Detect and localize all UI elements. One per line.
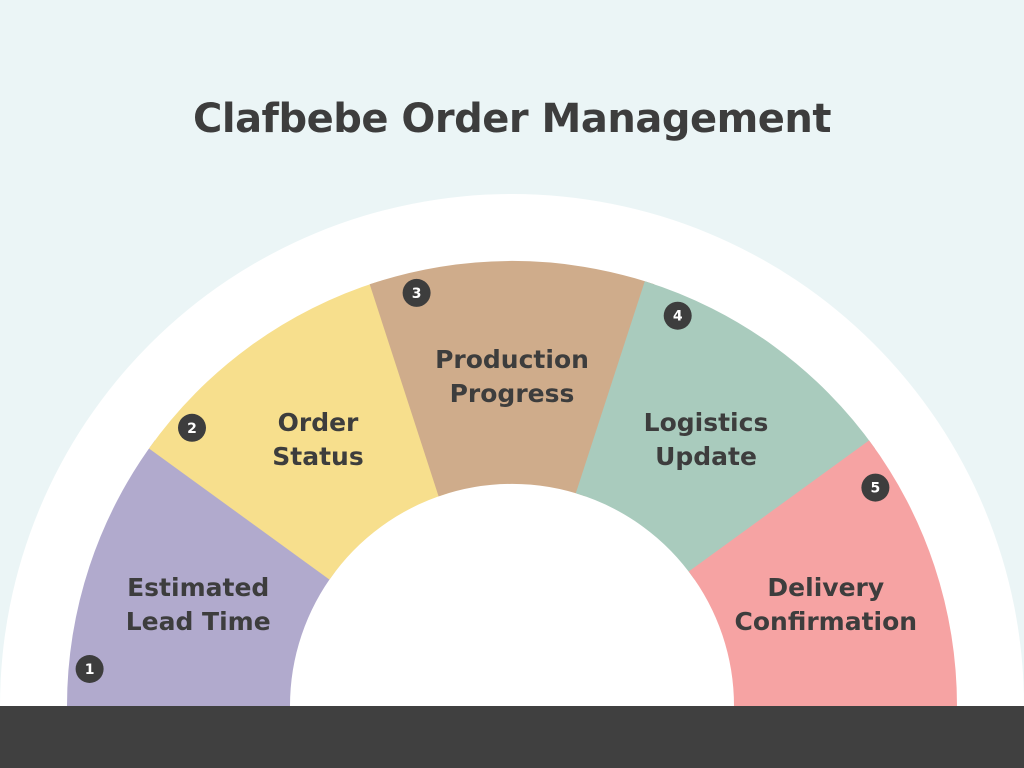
step-badge-5: 5 [861, 473, 890, 502]
segment-label-line: Order [278, 408, 359, 437]
segment-shape-1 [66, 440, 336, 706]
step-badge-circle [861, 473, 890, 502]
step-badge-2: 2 [178, 413, 206, 442]
step-badge-circle [663, 301, 692, 330]
step-badge-number: 2 [187, 421, 197, 437]
segment-shape-3 [369, 260, 655, 497]
step-badge-1: 1 [75, 655, 104, 683]
segment-label-line: Delivery [767, 573, 884, 602]
segment-label-line: Lead Time [126, 607, 271, 636]
segment-label-line: Production [435, 345, 589, 374]
step-badge-number: 1 [85, 662, 95, 678]
segment-shape-5 [688, 440, 958, 706]
page-title: Clafbebe Order Management [193, 96, 832, 142]
step-badge-number: 4 [673, 309, 683, 325]
footer-bar [0, 706, 1024, 768]
segment-shape-2 [149, 281, 449, 580]
segment-label-line: Estimated [127, 573, 269, 602]
step-badge-circle [75, 655, 104, 683]
segment-shape-4 [575, 281, 875, 580]
step-badge-circle [402, 278, 431, 307]
step-badge-3: 3 [402, 278, 431, 307]
segment-label-line: Confirmation [735, 607, 918, 636]
step-badge-circle [178, 413, 206, 442]
step-badge-number: 3 [412, 286, 422, 302]
segment-label-line: Logistics [644, 408, 769, 437]
step-badge-number: 5 [871, 481, 881, 497]
step-badge-4: 4 [663, 301, 692, 330]
segment-label-line: Status [272, 442, 363, 471]
segment-label-line: Progress [450, 379, 575, 408]
segment-label-line: Update [655, 442, 757, 471]
